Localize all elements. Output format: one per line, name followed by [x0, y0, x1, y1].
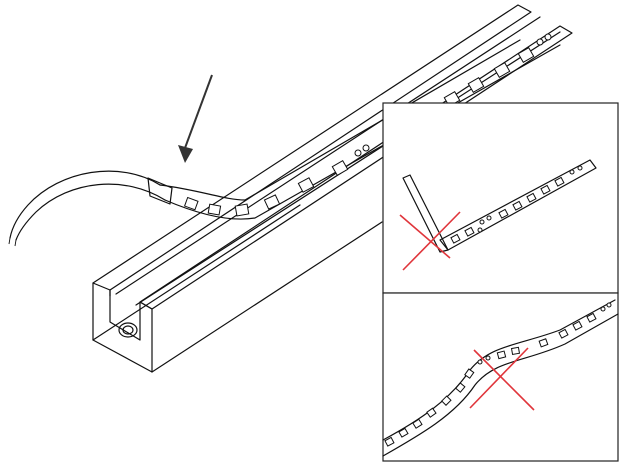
led-chip-icon	[331, 159, 349, 177]
strip-twisted-bottom	[382, 313, 619, 457]
channel-bottom-edge	[151, 221, 383, 373]
led-chip-row	[450, 165, 583, 244]
strip-segment	[439, 159, 597, 251]
led-strip-edge-top	[159, 39, 521, 201]
led-resistor-dot	[362, 144, 370, 152]
led-chip-row	[384, 302, 612, 447]
led-chip-icon	[467, 76, 485, 94]
led-chip-icon	[297, 177, 315, 193]
led-chip-row	[183, 33, 552, 217]
cross-icon	[469, 347, 535, 411]
led-chip-icon	[493, 61, 511, 79]
channel-bottom-edge-back	[92, 204, 301, 341]
led-strip	[159, 33, 561, 220]
screw-hole-icon	[118, 322, 138, 338]
led-chip-icon	[263, 194, 281, 210]
cable-wire-top	[9, 170, 161, 239]
channel-floor-line	[135, 31, 561, 306]
led-chip-icon	[234, 203, 250, 217]
channel-left-wall-top	[92, 4, 532, 291]
panel-do-not-twist	[382, 292, 619, 462]
power-cable	[8, 170, 173, 247]
led-strip-edge-bottom	[164, 44, 561, 220]
channel-floor-line	[115, 16, 541, 295]
channel-end-face	[92, 282, 153, 373]
led-resistor-dot	[544, 33, 552, 41]
led-chip-icon	[517, 46, 535, 64]
cable-wire-bottom	[15, 183, 166, 241]
panel-do-not-fold	[382, 102, 619, 294]
strip-folded-part	[402, 174, 449, 253]
cable-wire-ends	[8, 237, 17, 247]
led-chip-icon	[183, 196, 199, 211]
cable-connector	[147, 177, 173, 205]
cross-icon	[399, 211, 461, 271]
arrow-icon	[178, 74, 213, 163]
led-resistor-dot	[354, 149, 362, 157]
led-resistor-dot	[536, 38, 544, 46]
led-chip-icon	[207, 203, 222, 216]
